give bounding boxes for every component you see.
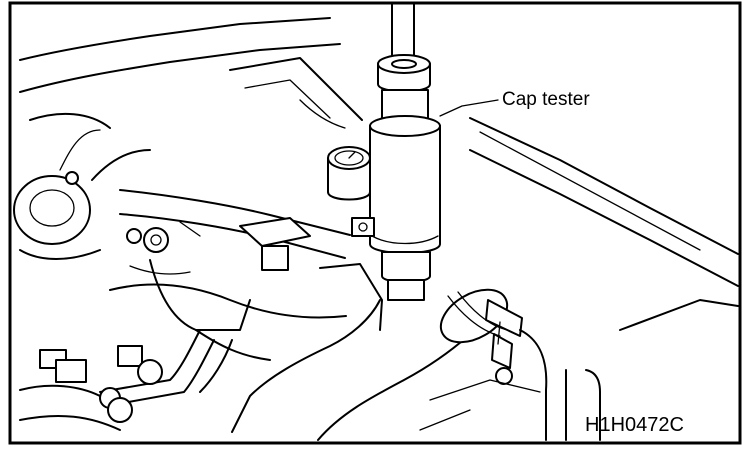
cap-tester <box>351 3 441 301</box>
lower-right-parts <box>419 299 739 441</box>
cap-tester-callout <box>439 99 499 117</box>
strut-tower <box>13 112 151 260</box>
hose-clamp <box>485 299 523 385</box>
bracket-clip <box>126 217 311 271</box>
fuel-lines <box>19 329 233 431</box>
figure-frame <box>8 1 742 445</box>
engine-block <box>109 259 383 361</box>
figure-code: H1H0472C <box>585 414 684 436</box>
pressure-gauge <box>327 146 371 201</box>
cap-tester-label: Cap tester <box>502 89 590 110</box>
radiator-panel <box>19 17 739 287</box>
radiator-hose <box>231 288 509 441</box>
